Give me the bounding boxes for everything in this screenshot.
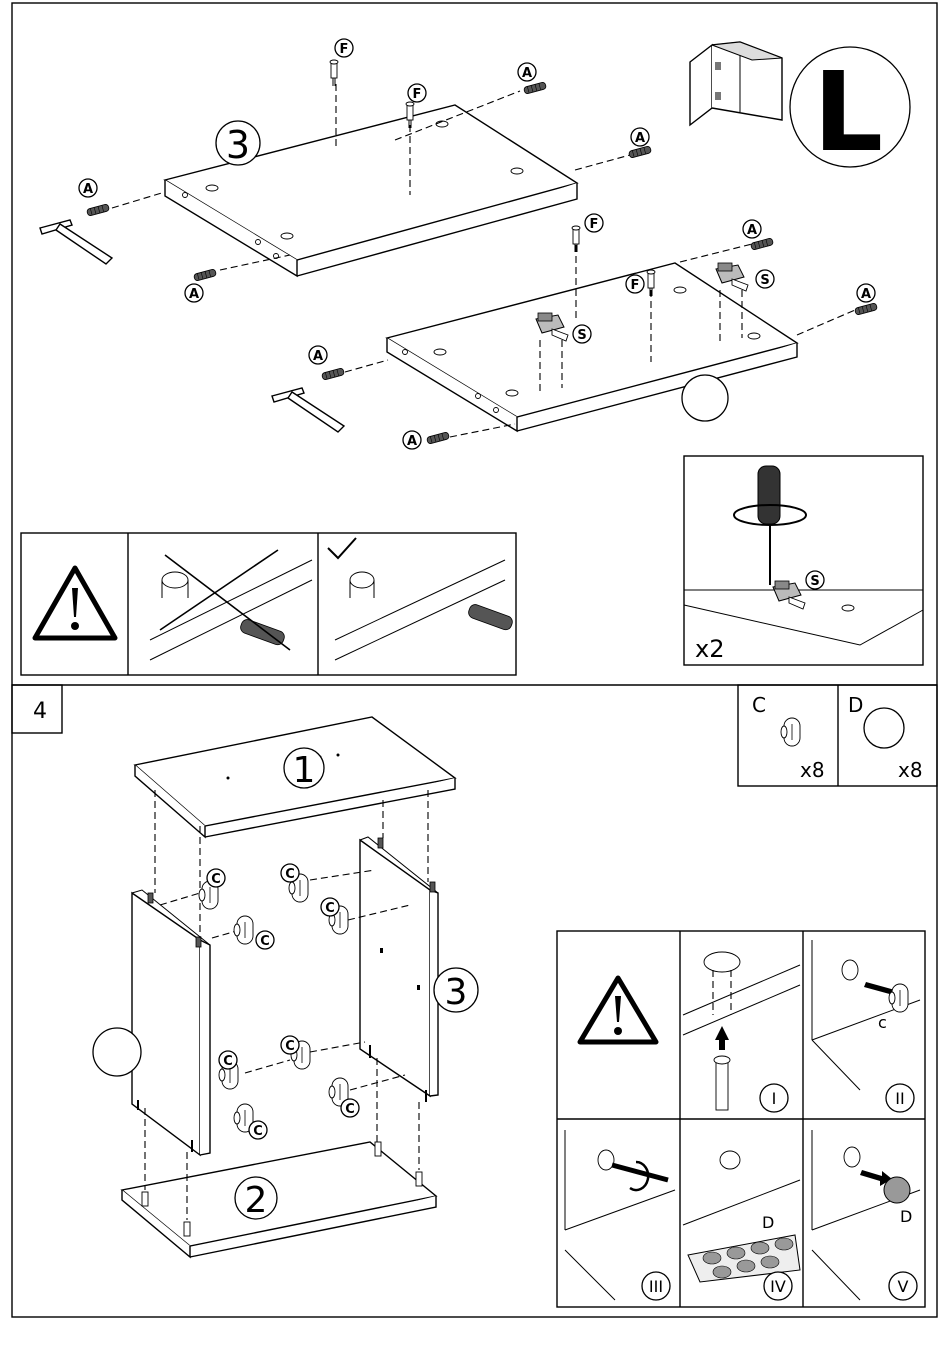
svg-text:III: III [649, 1277, 663, 1296]
svg-text:A: A [747, 223, 757, 238]
part-c-label: C [752, 693, 766, 717]
panel-2 [122, 1142, 436, 1257]
left-cover-cap [93, 1028, 141, 1076]
cam-lock-icon [781, 718, 800, 746]
panel-3-side-label: 3 [445, 972, 468, 1013]
svg-text:S: S [810, 574, 819, 589]
svg-text:C: C [285, 867, 295, 882]
svg-text:C: C [325, 901, 335, 916]
parts-box: C x8 D x8 [738, 685, 937, 786]
hammer-2 [272, 388, 344, 432]
svg-text:C: C [253, 1124, 263, 1139]
pin-f-1 [330, 60, 338, 86]
step3-lower-panel [387, 263, 797, 431]
cabinet-thumbnail [690, 42, 782, 125]
cover-cap-icon [864, 708, 904, 748]
dowel-a-4 [628, 146, 651, 158]
svg-text:D: D [900, 1207, 912, 1226]
correct-example [328, 538, 514, 660]
detail-warning-icon [580, 978, 656, 1042]
panel-1-label: 1 [293, 750, 316, 791]
hinge-plate-2 [716, 263, 748, 291]
part-d-label: D [848, 693, 863, 717]
screwdriver-count: x2 [695, 635, 724, 663]
svg-text:F: F [413, 87, 422, 102]
warning-icon [35, 568, 115, 638]
dowel-a-2 [193, 269, 216, 281]
svg-text:C: C [345, 1102, 355, 1117]
svg-text:A: A [189, 287, 199, 302]
panel-left [132, 890, 210, 1155]
svg-text:c: c [878, 1013, 887, 1032]
svg-text:C: C [285, 1039, 295, 1054]
part-d-count: x8 [898, 758, 923, 782]
svg-text:S: S [760, 273, 769, 288]
svg-text:F: F [590, 217, 599, 232]
hammer-1 [40, 220, 112, 264]
model-letter: L [813, 48, 883, 176]
svg-text:F: F [631, 278, 640, 293]
cover-cap [682, 375, 728, 421]
svg-text:A: A [635, 131, 645, 146]
dowel-a-8 [854, 303, 877, 315]
step4-number: 4 [33, 699, 47, 724]
svg-text:A: A [83, 182, 93, 197]
panel-right [360, 837, 438, 1102]
svg-text:A: A [522, 66, 532, 81]
dowel-warning-box [21, 533, 516, 675]
svg-text:F: F [340, 42, 349, 57]
svg-text:A: A [313, 349, 323, 364]
svg-text:A: A [861, 287, 871, 302]
dowel-a-6 [426, 432, 449, 444]
svg-text:II: II [895, 1089, 904, 1108]
svg-text:C: C [223, 1054, 233, 1069]
svg-text:C: C [211, 872, 221, 887]
dowel-a-3 [523, 82, 546, 94]
dowel-a-1 [86, 204, 109, 216]
svg-text:V: V [898, 1277, 909, 1296]
dowel-a-7 [750, 238, 773, 250]
wrong-example [150, 550, 312, 660]
svg-text:I: I [772, 1089, 777, 1108]
screwdriver-box: S [684, 456, 923, 665]
svg-text:IV: IV [770, 1277, 786, 1296]
svg-text:S: S [577, 328, 586, 343]
cam-detail-grid: I c II III [557, 931, 925, 1307]
panel-3-label: 3 [226, 123, 250, 167]
panel-2-label: 2 [245, 1180, 268, 1221]
svg-text:D: D [762, 1213, 774, 1232]
dowel-a-5 [321, 368, 344, 380]
svg-text:C: C [260, 934, 270, 949]
svg-text:A: A [407, 434, 417, 449]
part-c-count: x8 [800, 758, 825, 782]
